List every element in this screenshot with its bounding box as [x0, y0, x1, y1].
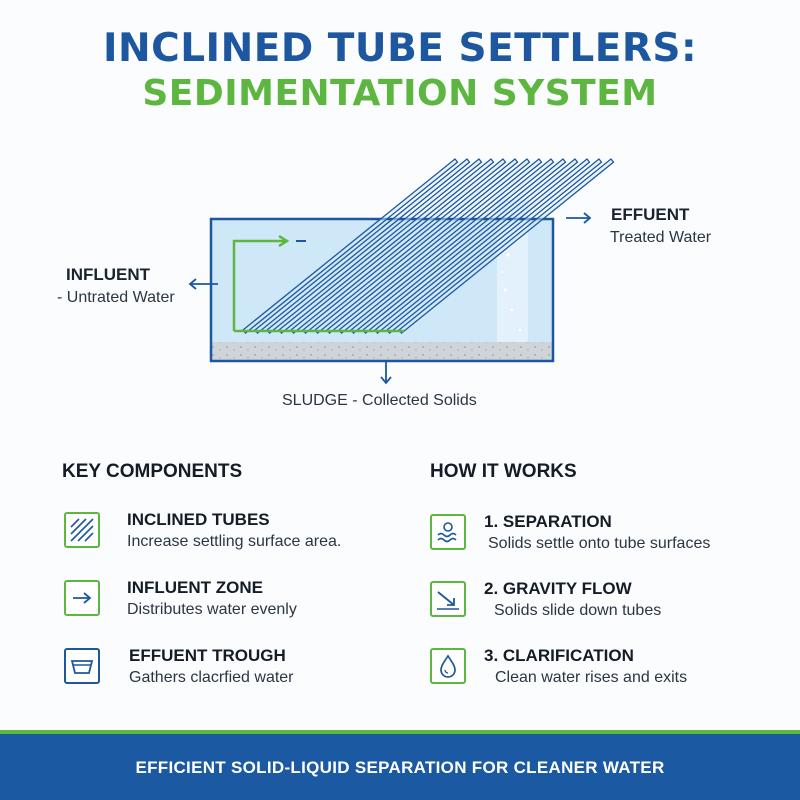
- step-desc: Solids slide down tubes: [494, 602, 662, 619]
- slope-arrow-icon: [430, 581, 466, 617]
- component-effuent-trough: EFFUENT TROUGH Gathers clacrfied water: [64, 646, 424, 704]
- step-title: 3. CLARIFICATION: [484, 646, 634, 665]
- footer-text: EFFICIENT SOLID-LIQUID SEPARATION FOR CL…: [135, 758, 665, 777]
- component-title: EFFUENT TROUGH: [129, 646, 286, 665]
- step-desc: Clean water rises and exits: [495, 669, 688, 686]
- influent-flow-path: [232, 239, 287, 331]
- sludge-label: SLUDGE - Collected Solids: [282, 392, 477, 409]
- component-title: INFLUENT ZONE: [127, 578, 263, 597]
- footer-accent-line: [0, 730, 800, 734]
- influent-label: INFLUENT: [66, 265, 151, 284]
- separation-icon: [430, 514, 466, 550]
- how-it-works-heading: HOW IT WORKS: [430, 461, 577, 482]
- influent-arrow-icon: [188, 278, 218, 290]
- effluent-arrow-icon: [566, 212, 592, 224]
- component-desc: Increase settling surface area.: [127, 533, 342, 550]
- hatched-tubes-icon: [64, 512, 100, 548]
- footer-banner: EFFICIENT SOLID-LIQUID SEPARATION FOR CL…: [0, 734, 800, 800]
- tube-settler-diagram: [188, 158, 615, 385]
- page-title: INCLINED TUBE SETTLERS:: [102, 26, 698, 71]
- step-title: 2. GRAVITY FLOW: [484, 579, 632, 598]
- water-drop-icon: [430, 648, 466, 684]
- component-influent-zone: INFLUENT ZONE Distributes water evenly: [64, 578, 424, 636]
- influent-sublabel: - Untrated Water: [57, 289, 175, 306]
- key-components-heading: KEY COMPONENTS: [62, 461, 243, 482]
- step-desc: Solids settle onto tube surfaces: [488, 535, 711, 552]
- component-desc: Gathers clacrfied water: [129, 669, 294, 686]
- effluent-label: EFFUENT: [611, 205, 690, 224]
- inclined-tubes: [242, 158, 615, 335]
- component-inclined-tubes: INCLINED TUBES Increase settling surface…: [64, 510, 424, 568]
- step-gravity-flow: 2. GRAVITY FLOW Solids slide down tubes: [430, 579, 790, 637]
- trough-icon: [64, 648, 100, 684]
- step-title: 1. SEPARATION: [484, 512, 612, 531]
- step-clarification: 3. CLARIFICATION Clean water rises and e…: [430, 646, 790, 704]
- step-separation: 1. SEPARATION Solids settle onto tube su…: [430, 512, 790, 570]
- sludge-arrow-icon: [380, 362, 392, 385]
- arrow-right-icon: [64, 580, 100, 616]
- component-title: INCLINED TUBES: [127, 510, 270, 529]
- component-desc: Distributes water evenly: [127, 601, 297, 618]
- effluent-sublabel: Treated Water: [610, 229, 712, 246]
- page-subtitle: SEDIMENTATION SYSTEM: [142, 73, 658, 114]
